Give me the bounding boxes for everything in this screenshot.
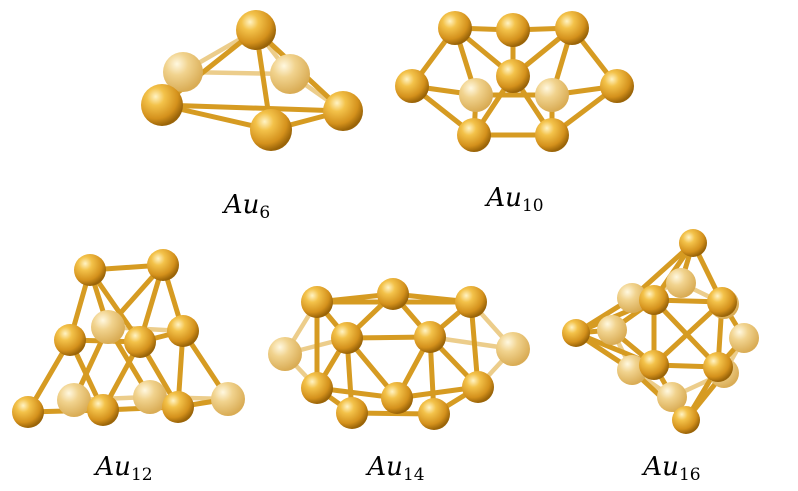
label-au6: Au6: [187, 190, 307, 223]
label-au16: Au16: [612, 452, 732, 485]
label-au6-subscript: 6: [259, 203, 271, 223]
label-au10-subscript: 10: [521, 196, 544, 216]
label-au16-subscript: 16: [678, 465, 701, 485]
label-au12-element: Au: [95, 452, 131, 482]
label-au14: Au14: [336, 452, 456, 485]
label-au6-element: Au: [223, 190, 260, 220]
label-au16-element: Au: [643, 452, 679, 482]
label-au10-element: Au: [486, 183, 522, 213]
label-au10: Au10: [455, 183, 575, 216]
label-au14-element: Au: [367, 452, 403, 482]
label-au14-subscript: 14: [402, 465, 425, 485]
label-au12: Au12: [64, 452, 184, 485]
label-au12-subscript: 12: [130, 465, 153, 485]
